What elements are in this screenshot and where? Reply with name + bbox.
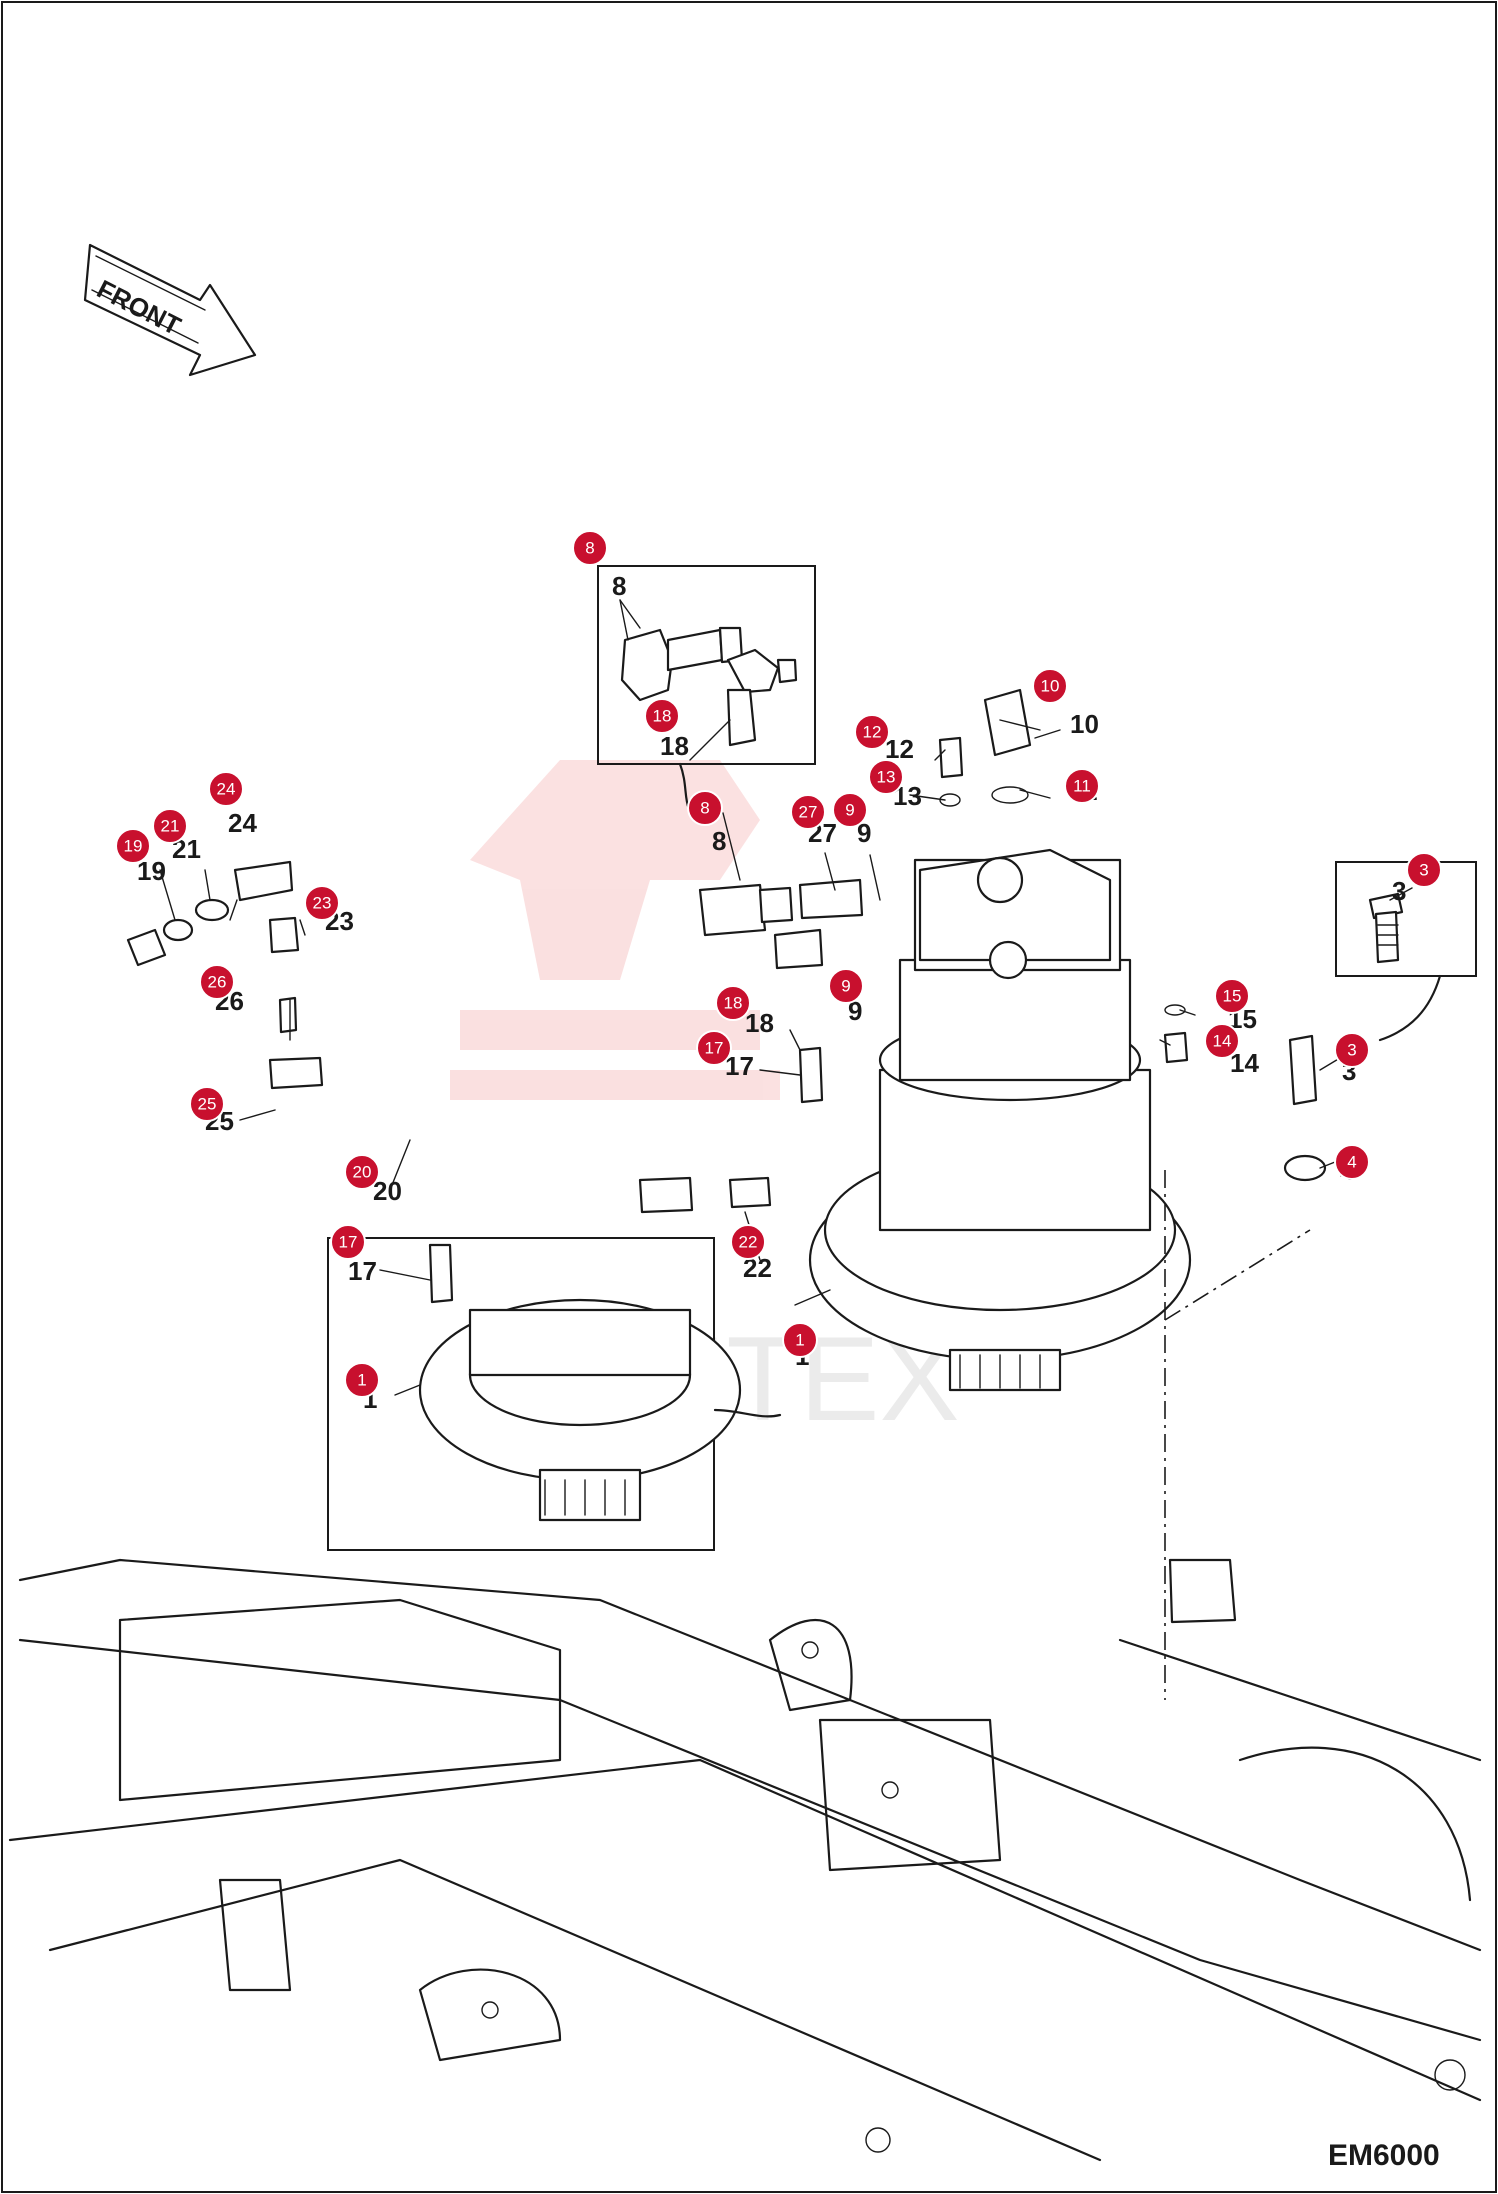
svg-text:3: 3 — [1347, 1041, 1356, 1060]
badge-26[interactable]: 26 — [199, 964, 235, 1000]
badge-20[interactable]: 20 — [344, 1154, 380, 1190]
svg-text:9: 9 — [841, 977, 850, 996]
callout-17-inset: 17 — [348, 1256, 377, 1286]
badge-1-inset[interactable]: 1 — [344, 1362, 380, 1398]
callout-9-top: 9 — [857, 818, 871, 848]
callout-9-bottom: 9 — [848, 996, 862, 1026]
badge-4[interactable]: 4 — [1334, 1144, 1370, 1180]
badge-9-top[interactable]: 9 — [832, 792, 868, 828]
svg-text:3: 3 — [1419, 861, 1428, 880]
svg-text:14: 14 — [1213, 1032, 1232, 1051]
badge-13[interactable]: 13 — [868, 759, 904, 795]
svg-text:11: 11 — [1073, 777, 1091, 796]
callout-18-inset: 18 — [660, 731, 689, 761]
front-arrow: FRONT — [83, 243, 257, 377]
badge-27[interactable]: 27 — [790, 794, 826, 830]
svg-text:8: 8 — [700, 799, 709, 818]
badge-22[interactable]: 22 — [730, 1224, 766, 1260]
callout-8-inset: 8 — [612, 571, 626, 601]
svg-text:20: 20 — [353, 1163, 372, 1182]
hose-assembly — [126, 860, 772, 1214]
callout-10: 10 — [1070, 709, 1099, 739]
badge-18[interactable]: 18 — [715, 985, 751, 1021]
badge-17-inset[interactable]: 17 — [330, 1224, 366, 1260]
badge-11[interactable]: 11 — [1064, 768, 1100, 804]
callout-20: 20 — [373, 1176, 402, 1206]
svg-text:17: 17 — [339, 1233, 358, 1252]
svg-text:23: 23 — [313, 894, 332, 913]
svg-text:21: 21 — [161, 817, 180, 836]
badge-17[interactable]: 17 — [696, 1030, 732, 1066]
callout-18: 18 — [745, 1008, 774, 1038]
badge-21[interactable]: 21 — [152, 808, 188, 844]
svg-text:22: 22 — [739, 1233, 758, 1252]
badge-1[interactable]: 1 — [782, 1322, 818, 1358]
badge-9-bottom[interactable]: 9 — [828, 968, 864, 1004]
badge-24[interactable]: 24 — [208, 771, 244, 807]
badge-8[interactable]: 8 — [687, 790, 723, 826]
badge-8-inset[interactable]: 8 — [572, 530, 608, 566]
badge-15[interactable]: 15 — [1214, 978, 1250, 1014]
svg-text:17: 17 — [705, 1039, 724, 1058]
inset-bolt-3 — [1335, 861, 1477, 1042]
svg-text:26: 26 — [208, 973, 227, 992]
badge-19[interactable]: 19 — [115, 828, 151, 864]
svg-text:9: 9 — [845, 801, 854, 820]
svg-text:18: 18 — [653, 707, 672, 726]
badge-23[interactable]: 23 — [304, 885, 340, 921]
svg-text:15: 15 — [1223, 987, 1242, 1006]
callout-3-inset: 3 — [1392, 876, 1406, 906]
svg-text:12: 12 — [863, 723, 882, 742]
leader-lines — [159, 599, 1413, 1396]
svg-text:19: 19 — [124, 837, 143, 856]
badge-3[interactable]: 3 — [1334, 1032, 1370, 1068]
svg-text:18: 18 — [724, 994, 743, 1013]
svg-text:24: 24 — [217, 780, 236, 799]
svg-text:13: 13 — [877, 768, 896, 787]
drawing-code: EM6000 — [1328, 2139, 1440, 2172]
badge-10[interactable]: 10 — [1032, 668, 1068, 704]
svg-text:10: 10 — [1041, 677, 1060, 696]
callout-12: 12 — [885, 734, 914, 764]
svg-text:4: 4 — [1347, 1153, 1356, 1172]
red-badges: 8 18 8 27 9 12 13 10 11 3 15 14 3 4 18 9… — [115, 530, 1442, 1398]
badge-25[interactable]: 25 — [189, 1086, 225, 1122]
svg-text:8: 8 — [585, 539, 594, 558]
badge-12[interactable]: 12 — [854, 714, 890, 750]
inset-fittings-8-18 — [597, 565, 816, 822]
svg-text:1: 1 — [357, 1371, 366, 1390]
callout-24: 24 — [228, 808, 257, 838]
badge-3-inset[interactable]: 3 — [1406, 852, 1442, 888]
swing-motor-assembly — [808, 848, 1192, 1392]
watermark-logo — [450, 760, 780, 1100]
svg-text:1: 1 — [795, 1331, 804, 1350]
badge-18-inset[interactable]: 18 — [644, 698, 680, 734]
inset-gearbox-1-17 — [327, 1237, 782, 1551]
badge-14[interactable]: 14 — [1204, 1023, 1240, 1059]
machine-frame — [8, 1170, 1482, 2162]
svg-text:25: 25 — [198, 1095, 217, 1114]
svg-text:27: 27 — [799, 803, 818, 822]
callout-8: 8 — [712, 826, 726, 856]
